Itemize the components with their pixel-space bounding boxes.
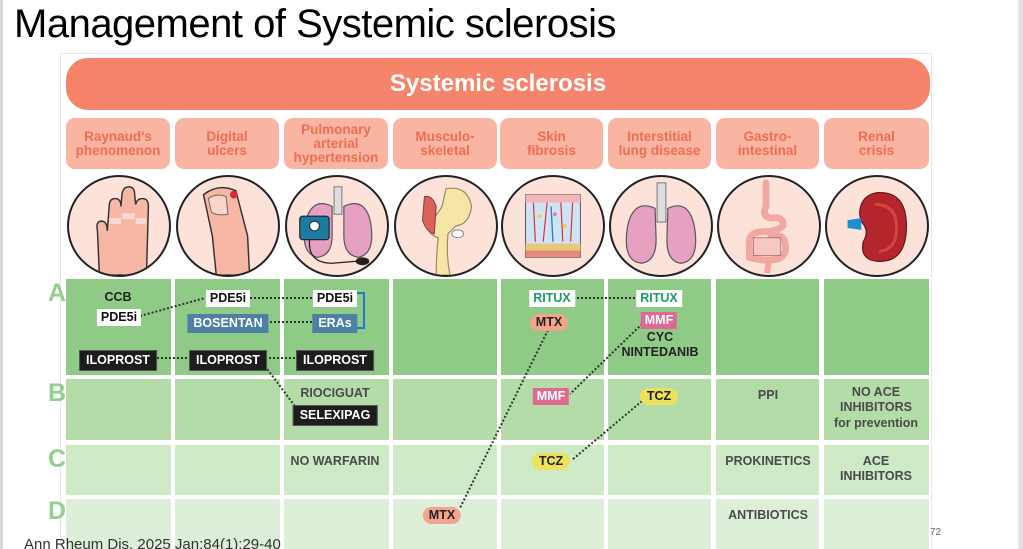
renal-b-line2: INHIBITORS (840, 400, 912, 414)
diagram-frame (60, 53, 932, 549)
drug-mtx-skin: MTX (529, 314, 569, 331)
cell-c-gastrointestinal (716, 445, 819, 495)
drug-ppi: PPI (757, 388, 779, 402)
drug-mmf-ild: MMF (640, 312, 678, 329)
drug-ritux-skin: RITUX (529, 290, 575, 307)
finger-ulcer-icon (176, 175, 280, 277)
cell-c-digital-ulcers (175, 445, 280, 495)
category-musculoskeletal: Musculo- skeletal (393, 118, 497, 169)
drug-antibiotics: ANTIBIOTICS (728, 508, 808, 522)
cell-a-musculoskeletal (393, 279, 497, 375)
category-renal-crisis: Renal crisis (824, 118, 929, 169)
hand-icon (67, 175, 171, 277)
category-raynauds: Raynaud's phenomenon (66, 118, 170, 169)
cell-d-renal-crisis (824, 499, 929, 549)
drug-pde5i-ulcers: PDE5i (205, 290, 251, 307)
cell-a-gastrointestinal (716, 279, 819, 375)
cell-b-gastrointestinal (716, 379, 819, 440)
drug-mmf-skin: MMF (532, 388, 570, 405)
drug-bosentan: BOSENTAN (187, 314, 269, 333)
cell-c-renal-crisis (824, 445, 929, 495)
cell-a-renal-crisis (824, 279, 929, 375)
category-ild: Interstitial lung disease (608, 118, 711, 169)
evidence-level-c: C (48, 445, 67, 473)
citation: Ann Rheum Dis. 2025 Jan;84(1):29-40 (24, 536, 281, 549)
category-pah: Pulmonary arterial hypertension (284, 118, 388, 169)
slide-left-edge (0, 0, 3, 549)
lungs-icon (609, 175, 713, 277)
no-warfarin: NO WARFARIN (290, 454, 380, 468)
cell-b-raynauds (66, 379, 171, 440)
cell-b-digital-ulcers (175, 379, 280, 440)
cell-d-gastrointestinal (716, 499, 819, 549)
cell-d-raynauds (66, 499, 171, 549)
category-digital-ulcers: Digital ulcers (175, 118, 279, 169)
evidence-level-a: A (48, 279, 67, 307)
drug-iloprost-ulcers: ILOPROST (189, 350, 267, 371)
page-number: 72 (930, 527, 942, 538)
diagram-banner: Systemic sclerosis (66, 58, 930, 110)
lungs-blood-pressure-icon (285, 175, 389, 277)
renal-b-line3: for prevention (833, 416, 919, 430)
cell-d-skin-fibrosis (501, 499, 604, 549)
cell-d-pah (284, 499, 389, 549)
digestive-tract-icon (717, 175, 821, 277)
drug-nintedanib: NINTEDANIB (621, 345, 699, 359)
drug-prokinetics: PROKINETICS (725, 454, 811, 468)
drug-cyc: CYC (646, 330, 674, 344)
cell-c-raynauds (66, 445, 171, 495)
cell-c-ild (608, 445, 711, 495)
skin-layers-icon (501, 175, 605, 277)
renal-c-line2: INHIBITORS (840, 469, 912, 483)
drug-iloprost-pah: ILOPROST (296, 350, 374, 371)
cell-b-musculoskeletal (393, 379, 497, 440)
drug-riociguat: RIOCIGUAT (300, 386, 370, 400)
renal-b-line1: NO ACE (851, 385, 901, 399)
cell-d-digital-ulcers (175, 499, 280, 549)
evidence-level-b: B (48, 379, 67, 407)
drug-tcz-ild: TCZ (639, 388, 679, 405)
cell-c-musculoskeletal (393, 445, 497, 495)
drug-pde5i-raynauds: PDE5i (96, 309, 142, 326)
drug-tcz-skin: TCZ (531, 453, 571, 470)
cell-b-renal-crisis (824, 379, 929, 440)
hip-joint-icon (394, 175, 498, 277)
drug-ritux-ild: RITUX (636, 290, 682, 307)
kidney-icon (825, 175, 929, 277)
cell-d-ild (608, 499, 711, 549)
cell-c-pah (284, 445, 389, 495)
renal-c-line1: ACE (862, 454, 890, 468)
drug-ccb: CCB (104, 290, 132, 304)
slide-title: Management of Systemic sclerosis (14, 2, 617, 46)
category-gastrointestinal: Gastro- intestinal (716, 118, 819, 169)
drug-mtx-musculoskeletal: MTX (422, 507, 462, 524)
category-skin-fibrosis: Skin fibrosis (500, 118, 603, 169)
drug-eras: ERAs (312, 314, 358, 333)
slide-right-edge (1018, 0, 1023, 549)
drug-selexipag: SELEXIPAG (292, 405, 378, 426)
drug-iloprost-raynauds: ILOPROST (79, 350, 157, 371)
evidence-level-d: D (48, 497, 67, 525)
drug-pde5i-pah: PDE5i (312, 290, 358, 307)
